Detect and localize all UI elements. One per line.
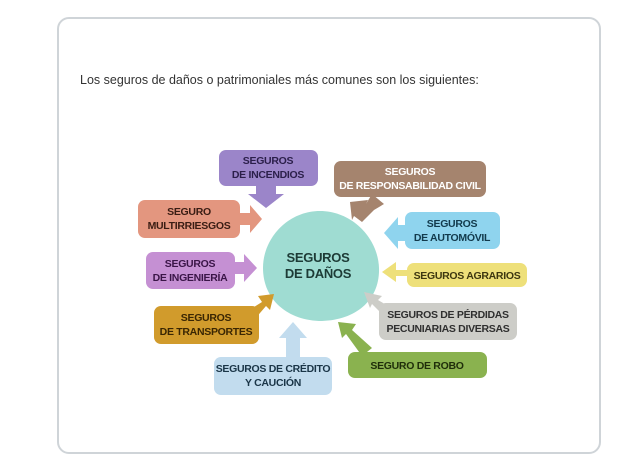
- box-multirriesgos-line-1: SEGURO: [167, 206, 211, 218]
- box-agrarios: SEGUROS AGRARIOS: [407, 263, 527, 287]
- box-multirriesgos-line-2: MULTIRRIESGOS: [148, 220, 231, 232]
- box-ingenieria-bg: [146, 252, 235, 289]
- box-transportes-line-1: SEGUROS: [181, 312, 232, 324]
- box-multirriesgos-bg: [138, 200, 240, 238]
- arrow-agrarios: [382, 262, 410, 282]
- arrow-automovil: [384, 217, 410, 249]
- intro-text: Los seguros de daños o patrimoniales más…: [80, 73, 479, 87]
- box-robo: SEGURO DE ROBO: [348, 352, 487, 378]
- box-incendios: SEGUROS DE INCENDIOS: [219, 150, 318, 186]
- box-responsabilidad-civil-bg: [334, 161, 486, 197]
- box-robo-line-1: SEGURO DE ROBO: [370, 360, 463, 372]
- arrow-ingenieria: [232, 254, 257, 282]
- box-automovil-bg: [405, 212, 500, 249]
- box-credito-caucion-line-2: Y CAUCIÓN: [245, 376, 301, 389]
- center-blob: [263, 211, 380, 321]
- box-incendios-bg: [219, 150, 318, 186]
- box-automovil: SEGUROS DE AUTOMÓVIL: [405, 212, 500, 249]
- box-perdidas-pecuniarias: SEGUROS DE PÉRDIDAS PECUNIARIAS DIVERSAS: [379, 303, 517, 340]
- box-credito-caucion: SEGUROS DE CRÉDITO Y CAUCIÓN: [214, 357, 332, 395]
- arrow-robo: [338, 322, 372, 356]
- box-agrarios-bg: [407, 263, 527, 287]
- arrow-responsabilidad-civil: [350, 194, 384, 222]
- center-label-line-2: DE DAÑOS: [285, 266, 352, 281]
- box-transportes-line-2: DE TRANSPORTES: [160, 326, 253, 338]
- box-perdidas-pecuniarias-line-1: SEGUROS DE PÉRDIDAS: [387, 308, 509, 321]
- box-automovil-line-1: SEGUROS: [427, 218, 478, 230]
- box-responsabilidad-civil-line-2: DE RESPONSABILIDAD CIVIL: [339, 180, 481, 192]
- center-label-line-1: SEGUROS: [287, 250, 351, 265]
- box-incendios-line-2: DE INCENDIOS: [232, 169, 305, 181]
- arrow-incendios: [248, 184, 284, 208]
- box-robo-bg: [348, 352, 487, 378]
- arrow-credito-caucion: [279, 322, 307, 358]
- box-credito-caucion-line-1: SEGUROS DE CRÉDITO: [216, 362, 331, 375]
- box-credito-caucion-bg: [214, 357, 332, 395]
- box-responsabilidad-civil: SEGUROS DE RESPONSABILIDAD CIVIL: [334, 161, 486, 197]
- box-perdidas-pecuniarias-bg: [379, 303, 517, 340]
- box-ingenieria-line-1: SEGUROS: [165, 258, 216, 270]
- box-transportes: SEGUROS DE TRANSPORTES: [154, 306, 259, 344]
- arrow-multirriesgos: [238, 205, 262, 233]
- box-incendios-line-1: SEGUROS: [243, 155, 294, 167]
- box-automovil-line-2: DE AUTOMÓVIL: [414, 231, 491, 244]
- box-agrarios-line-1: SEGUROS AGRARIOS: [414, 270, 521, 282]
- box-multirriesgos: SEGURO MULTIRRIESGOS: [138, 200, 240, 238]
- box-transportes-bg: [154, 306, 259, 344]
- box-responsabilidad-civil-line-1: SEGUROS: [385, 166, 436, 178]
- box-ingenieria: SEGUROS DE INGENIERÍA: [146, 252, 235, 289]
- box-perdidas-pecuniarias-line-2: PECUNIARIAS DIVERSAS: [387, 323, 510, 335]
- box-ingenieria-line-2: DE INGENIERÍA: [153, 271, 229, 284]
